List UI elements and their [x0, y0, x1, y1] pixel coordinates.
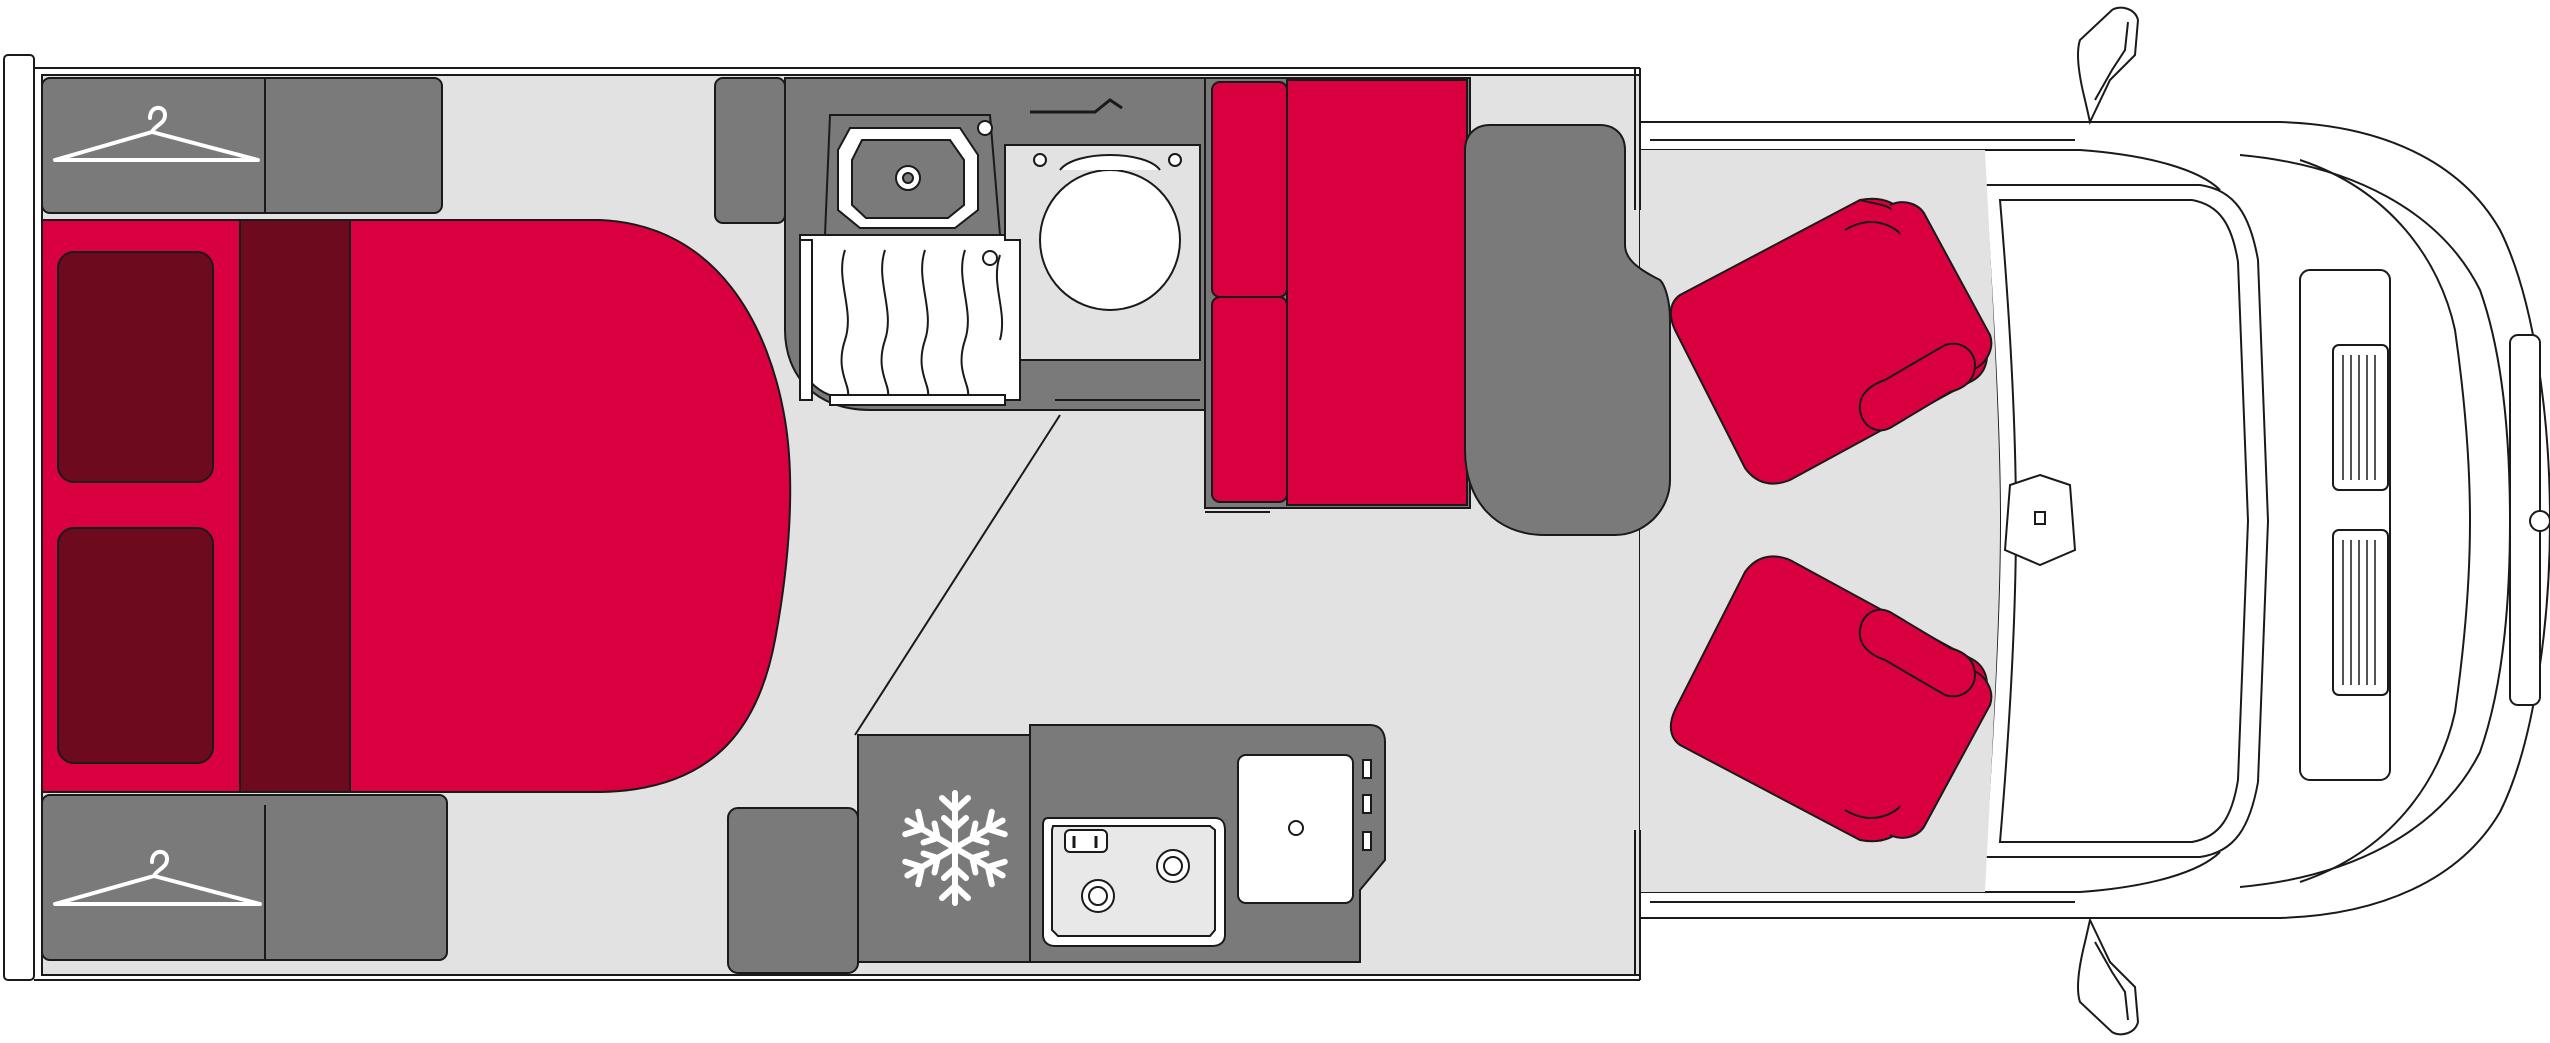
stove-knobs	[1064, 829, 1108, 853]
bathroom-door-line	[854, 414, 1061, 736]
sink-drain	[1288, 820, 1304, 836]
front-logo	[2529, 510, 2550, 532]
shower-drain-lines	[840, 249, 1004, 396]
kitchen-side-cabinet	[727, 807, 859, 974]
tap	[977, 120, 993, 136]
dinette-bench	[1204, 77, 1471, 513]
toilet-tank	[1059, 154, 1161, 171]
grille-slats	[2342, 355, 2376, 685]
kitchen	[727, 724, 1386, 974]
dashboard-icon	[2034, 511, 2046, 525]
rear-bed	[41, 219, 792, 793]
sink-tap-3	[1362, 831, 1372, 851]
dashboard	[2003, 473, 2077, 567]
hanger-icon	[53, 849, 262, 906]
door-bottom	[1640, 851, 2221, 893]
rear-wardrobe-bottom	[41, 794, 448, 961]
fridge	[860, 740, 1028, 960]
mirror-bottom	[2076, 916, 2140, 1036]
sink-tap-1	[1362, 759, 1372, 779]
hood-line-inner	[2299, 159, 2472, 883]
bathroom-cabinet-left	[714, 77, 786, 224]
mirror-top-inner	[2094, 21, 2129, 101]
bed-headboard-stripe	[239, 219, 351, 793]
dinette-table	[1464, 124, 1671, 536]
bench-seat	[1286, 79, 1468, 506]
mirror-top	[2076, 6, 2140, 126]
shower-head	[1030, 98, 1123, 114]
shower-frame	[799, 239, 813, 401]
bed-pillow-bottom	[57, 527, 214, 764]
bench-backrest	[1211, 81, 1288, 298]
hanger-icon	[53, 105, 260, 162]
bench-backrest-2	[1211, 296, 1288, 503]
bed-pillow-top	[57, 251, 214, 483]
grille-top	[2332, 344, 2389, 491]
cab-seat-bottom	[1669, 555, 1993, 843]
cab-seat-top	[1669, 197, 1993, 485]
shower-frame-bottom	[829, 394, 1006, 406]
outer-wall	[3, 54, 1641, 981]
snowflake-icon	[901, 790, 1009, 903]
sink-tap-2	[1362, 794, 1372, 814]
windshield-inner	[1998, 199, 2250, 843]
mirror-bottom-inner	[2094, 941, 2129, 1021]
tap-2	[982, 250, 998, 266]
bathroom	[714, 77, 1206, 411]
door-top	[1640, 149, 2221, 191]
toilet-icon	[1039, 169, 1181, 311]
grille-bottom	[2332, 529, 2389, 696]
rear-wardrobe-top	[41, 77, 443, 214]
